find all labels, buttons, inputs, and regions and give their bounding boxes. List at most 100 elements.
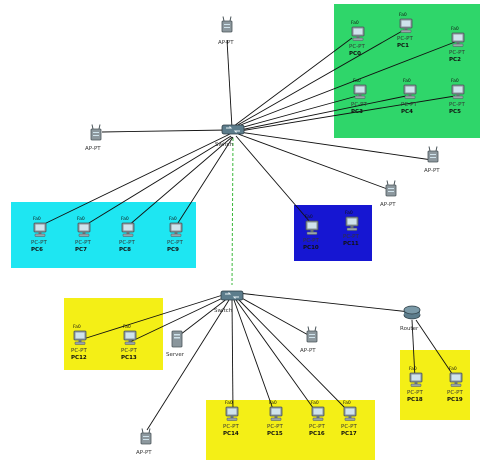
pc-caption-label: PC3 bbox=[351, 109, 363, 115]
pc-caption-label: PC0 bbox=[349, 51, 361, 57]
pc-type-label: PC-PT bbox=[267, 424, 283, 430]
pc-caption-label: PC12 bbox=[71, 355, 87, 361]
pc-type-label: PC-PT bbox=[167, 240, 183, 246]
pc-port-label: Fa0 bbox=[345, 210, 353, 216]
pc-caption-label: PC10 bbox=[303, 245, 319, 251]
pc-port-label: Fa0 bbox=[343, 400, 351, 406]
pc-type-label: PC-PT bbox=[447, 390, 463, 396]
pc-type-label: PC-PT bbox=[309, 424, 325, 430]
pc-caption-label: PC18 bbox=[407, 397, 423, 403]
top-access-point[interactable]: AP-PT bbox=[218, 16, 234, 47]
pc-type-label: PC-PT bbox=[401, 102, 417, 108]
pc-caption-label: PC7 bbox=[75, 247, 87, 253]
pc-type-label: PC-PT bbox=[449, 102, 465, 108]
bottom-access-point[interactable]: AP-PT bbox=[136, 428, 152, 457]
left-ap-label: AP-PT bbox=[85, 146, 101, 152]
pc-caption-label: PC19 bbox=[447, 397, 463, 403]
pc-caption-label: PC11 bbox=[343, 241, 359, 247]
pc-caption-label: PC14 bbox=[223, 431, 239, 437]
mid-ap-label: AP-PT bbox=[380, 202, 396, 208]
core-switch-label: Switch bbox=[215, 142, 234, 148]
pc-type-label: PC-PT bbox=[449, 50, 465, 56]
pc-caption-label: PC4 bbox=[401, 109, 413, 115]
pc-type-label: PC-PT bbox=[71, 348, 87, 354]
pc-type-label: PC-PT bbox=[223, 424, 239, 430]
pc-port-label: Fa0 bbox=[311, 400, 319, 406]
pc-port-label: Fa0 bbox=[225, 400, 233, 406]
lower-switch-label: Switch bbox=[214, 308, 233, 314]
pc-port-label: Fa0 bbox=[451, 78, 459, 84]
pc-port-label: Fa0 bbox=[351, 20, 359, 26]
lower-switch[interactable]: Switch bbox=[214, 290, 244, 314]
trunk-link bbox=[231, 137, 234, 286]
right-access-point[interactable]: AP-PT bbox=[424, 146, 440, 175]
pc-port-label: Fa0 bbox=[77, 216, 85, 222]
pc-type-label: PC-PT bbox=[75, 240, 91, 246]
left-access-point[interactable]: AP-PT bbox=[85, 124, 102, 153]
pc-caption-label: PC8 bbox=[119, 247, 131, 253]
lower-mid-access-point[interactable]: AP-PT bbox=[300, 326, 318, 355]
pc-port-label: Fa0 bbox=[353, 78, 361, 84]
pc-port-label: Fa0 bbox=[451, 26, 459, 32]
pc-type-label: PC-PT bbox=[341, 424, 357, 430]
mid-access-point[interactable]: AP-PT bbox=[380, 180, 397, 209]
pcs-layer: Fa0PC-PTPC0Fa0PC-PTPC1Fa0PC-PTPC2Fa0PC-P… bbox=[31, 12, 465, 437]
pc-caption-label: PC15 bbox=[267, 431, 283, 437]
pc-type-label: PC-PT bbox=[349, 44, 365, 50]
lower-ap-label: AP-PT bbox=[300, 348, 316, 354]
core-switch[interactable]: Switch bbox=[215, 124, 245, 148]
pc-port-label: Fa0 bbox=[305, 214, 313, 220]
pc-port-label: Fa0 bbox=[121, 216, 129, 222]
pc-caption-label: PC13 bbox=[121, 355, 137, 361]
pc-type-label: PC-PT bbox=[397, 36, 413, 42]
pc-port-label: Fa0 bbox=[73, 324, 81, 330]
pc-port-label: Fa0 bbox=[33, 216, 41, 222]
pc-type-label: PC-PT bbox=[351, 102, 367, 108]
pc-port-label: Fa0 bbox=[449, 366, 457, 372]
right-router[interactable]: Router bbox=[400, 305, 421, 332]
pc-port-label: Fa0 bbox=[399, 12, 407, 18]
pc-type-label: PC-PT bbox=[31, 240, 47, 246]
pc-port-label: Fa0 bbox=[409, 366, 417, 372]
pc-caption-label: PC1 bbox=[397, 43, 409, 49]
pc-type-label: PC-PT bbox=[119, 240, 135, 246]
right-ap-label: AP-PT bbox=[424, 168, 440, 174]
pc-caption-label: PC2 bbox=[449, 57, 461, 63]
pc-caption-label: PC5 bbox=[449, 109, 461, 115]
pc-port-label: Fa0 bbox=[269, 400, 277, 406]
server[interactable]: Server bbox=[166, 330, 185, 358]
pc-port-label: Fa0 bbox=[123, 324, 131, 330]
pc-type-label: PC-PT bbox=[121, 348, 137, 354]
links-core bbox=[39, 29, 456, 227]
right-router-label: Router bbox=[400, 326, 419, 332]
pc-caption-label: PC16 bbox=[309, 431, 325, 437]
top-ap-label: AP-PT bbox=[218, 40, 234, 46]
pc-caption-label: PC6 bbox=[31, 247, 43, 253]
pc-port-label: Fa0 bbox=[403, 78, 411, 84]
bottom-ap-label: AP-PT bbox=[136, 450, 152, 456]
zone-blue bbox=[294, 205, 372, 261]
server-label: Server bbox=[166, 352, 185, 358]
